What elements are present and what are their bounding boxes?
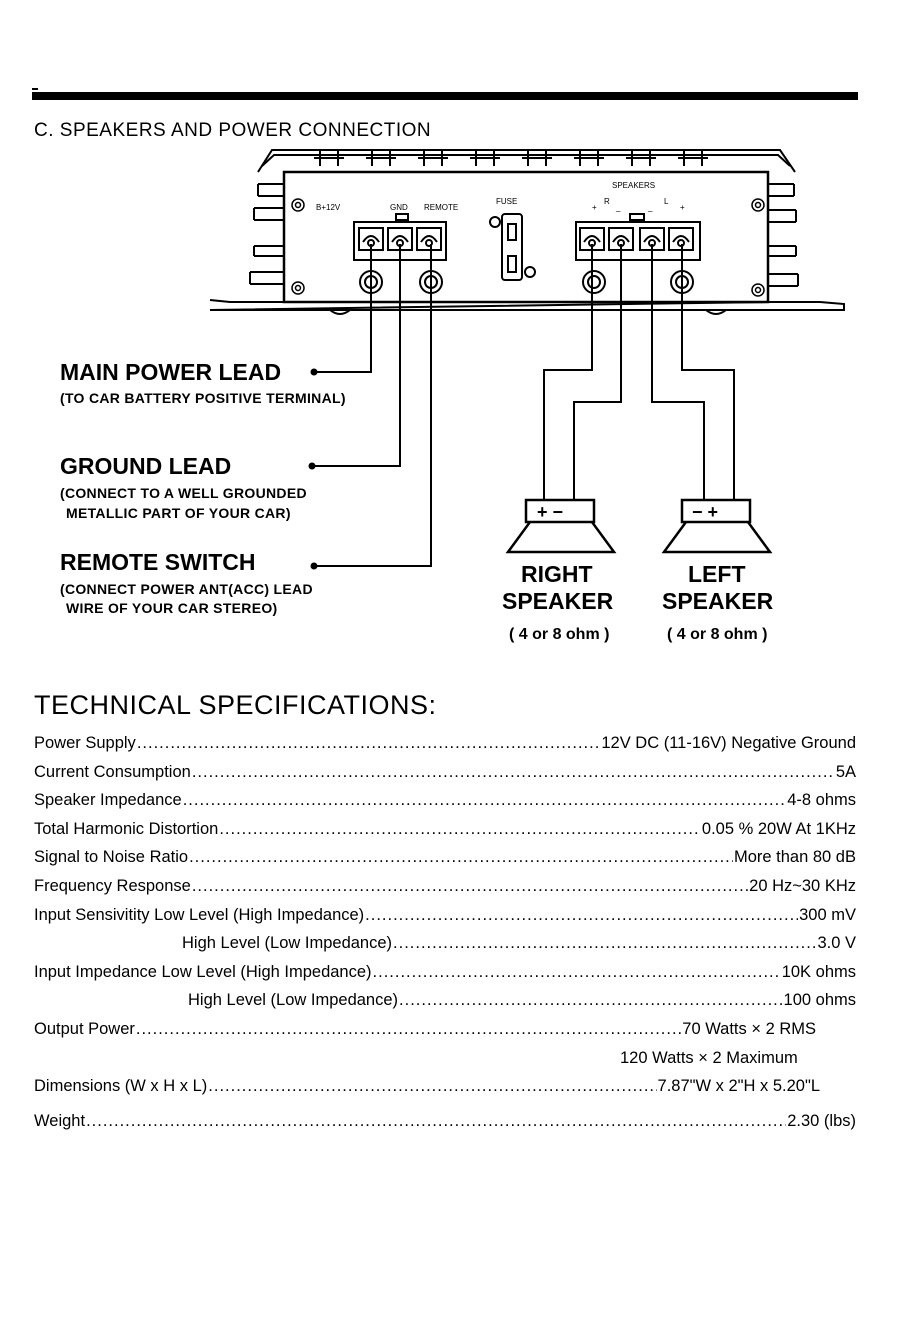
amp-heatsink	[257, 149, 796, 173]
power-terminal-block	[353, 213, 447, 294]
spec-list: Power Supply12V DC (11-16V) Negative Gro…	[34, 734, 856, 1140]
right-speaker-line2: SPEAKER	[502, 588, 614, 614]
spec-row: Dimensions (W x H x L)7.87"W x 2"H x 5.2…	[34, 1077, 856, 1106]
remote-switch-note-2: WIRE OF YOUR CAR STEREO)	[66, 600, 278, 616]
spec-row: Frequency Response20 Hz~30 KHz	[34, 877, 856, 906]
spec-row: Current Consumption5A	[34, 763, 856, 792]
top-rule-mark	[32, 88, 38, 90]
terminal-label-remote: REMOTE	[424, 203, 458, 212]
ground-lead-title: GROUND LEAD	[60, 453, 231, 479]
amp-side-fins	[249, 183, 799, 287]
left-speaker-line2: SPEAKER	[662, 588, 774, 614]
spec-row: Input Impedance Low Level (High Impedanc…	[34, 963, 856, 992]
terminal-label-b12v: B+12V	[316, 203, 341, 212]
spec-row: Signal to Noise RatioMore than 80 dB	[34, 848, 856, 877]
left-speaker-graphic	[661, 498, 773, 554]
amp-screws	[291, 198, 765, 297]
left-speaker-line1: LEFT	[688, 561, 746, 587]
amp-base	[209, 299, 845, 311]
spec-row: Speaker Impedance4-8 ohms	[34, 791, 856, 820]
power-wires	[308, 244, 432, 570]
speaker-l-minus: _	[647, 203, 653, 212]
spec-row: High Level (Low Impedance)100 ohms	[34, 991, 856, 1020]
speaker-l-label: L	[664, 197, 669, 206]
top-rule	[32, 92, 858, 100]
speaker-r-minus: _	[615, 203, 621, 212]
spec-row: Output Power70 Watts × 2 RMS	[34, 1020, 856, 1049]
spec-row: Weight2.30 (lbs)	[34, 1112, 856, 1141]
left-speaker-polarity: − +	[692, 502, 718, 522]
connection-diagram: B+12V GND REMOTE FUSE SPEAKERS + R _ _ L…	[60, 149, 845, 643]
right-speaker-line1: RIGHT	[521, 561, 593, 587]
fuse-label: FUSE	[496, 197, 517, 206]
ground-lead-note-2: METALLIC PART OF YOUR CAR)	[66, 505, 291, 521]
main-power-lead-note: (TO CAR BATTERY POSITIVE TERMINAL)	[60, 390, 346, 406]
remote-switch-title: REMOTE SWITCH	[60, 549, 256, 575]
fuse-holder	[489, 213, 536, 281]
speakers-label: SPEAKERS	[612, 181, 655, 190]
speaker-l-plus: +	[680, 203, 685, 212]
spec-row-continuation: 120 Watts × 2 Maximum	[620, 1048, 798, 1067]
section-title: C. SPEAKERS AND POWER CONNECTION	[34, 120, 432, 141]
remote-switch-note-1: (CONNECT POWER ANT(ACC) LEAD	[60, 581, 313, 597]
terminal-label-gnd: GND	[390, 203, 408, 212]
spec-row: High Level (Low Impedance)3.0 V	[34, 934, 856, 963]
right-speaker-ohm: ( 4 or 8 ohm )	[509, 626, 609, 643]
left-speaker-ohm: ( 4 or 8 ohm )	[667, 626, 767, 643]
spec-row: Power Supply12V DC (11-16V) Negative Gro…	[34, 734, 856, 763]
speaker-wires	[543, 244, 735, 500]
tech-specs-title: TECHNICAL SPECIFICATIONS:	[34, 690, 437, 720]
right-speaker-graphic	[505, 498, 617, 554]
main-power-lead-title: MAIN POWER LEAD	[60, 359, 281, 385]
speaker-r-plus: +	[592, 203, 597, 212]
spec-row: Input Sensivitity Low Level (High Impeda…	[34, 906, 856, 935]
speaker-r-label: R	[604, 197, 610, 206]
ground-lead-note-1: (CONNECT TO A WELL GROUNDED	[60, 485, 307, 501]
spec-row: Total Harmonic Distortion0.05 % 20W At 1…	[34, 820, 856, 849]
amp-body	[282, 170, 770, 304]
right-speaker-polarity: + −	[537, 502, 563, 522]
